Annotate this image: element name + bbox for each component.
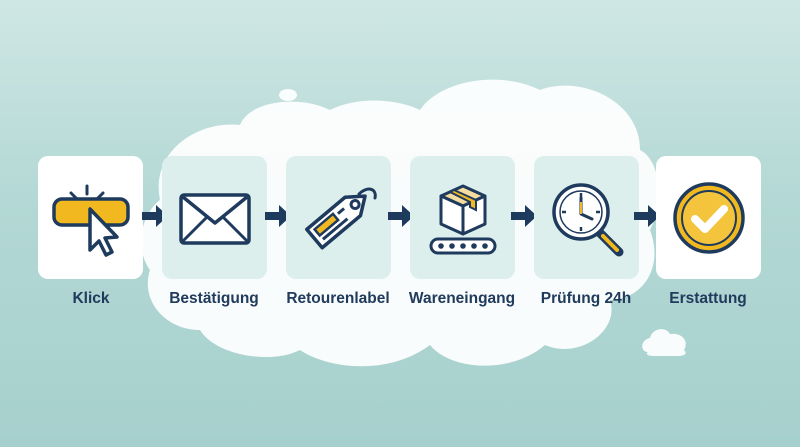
arrow-right-icon [142,205,168,227]
check-coin-icon [672,181,745,254]
step-card-bestaetigung [162,156,267,279]
step-card-retourenlabel [286,156,391,279]
step-card-klick [38,156,143,279]
step-label-bestaetigung: Bestätigung [169,290,259,307]
step-card-erstattung [656,156,761,279]
step-label-pruefung: Prüfung 24h [540,290,632,307]
arrow-right-icon [265,205,291,227]
arrow-right-icon [511,205,537,227]
step-card-pruefung [534,156,639,279]
envelope-icon [178,192,251,245]
arrow-right-icon [388,205,414,227]
tag-icon [304,187,377,250]
step-label-retourenlabel: Retourenlabel [286,290,390,307]
step-label-klick: Klick [72,290,110,307]
box-conveyor-icon [429,184,496,254]
step-card-wareneingang [410,156,515,279]
arrow-right-icon [634,205,660,227]
clock-magnifier-icon [551,182,623,256]
cursor-click-icon [51,184,130,257]
step-label-wareneingang: Wareneingang [408,290,516,307]
step-label-erstattung: Erstattung [669,290,747,307]
